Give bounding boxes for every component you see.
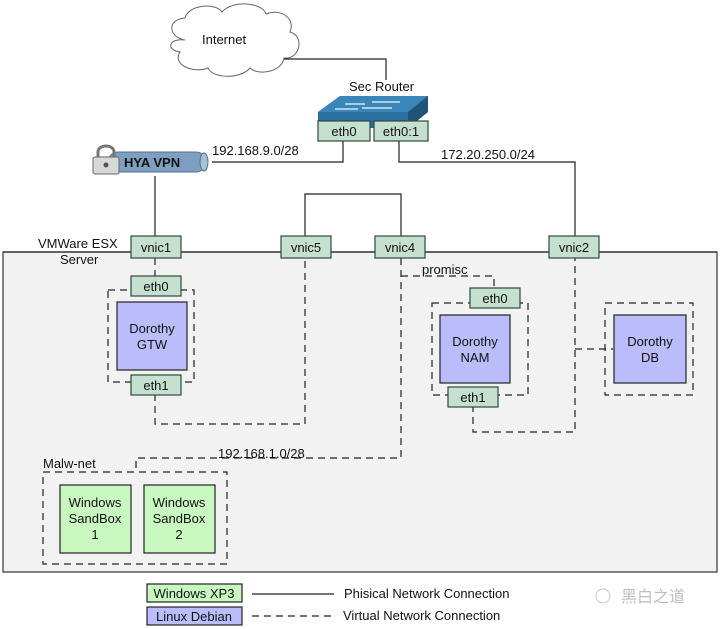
malw-net-subnet-label: 192.168.1.0/28 (218, 446, 305, 461)
vnic1-label: vnic1 (141, 240, 171, 255)
nam-label-line2: NAM (461, 350, 490, 365)
legend-windows-swatch (146, 583, 243, 603)
gtw-label-line2: GTW (137, 337, 168, 352)
dorothy-gtw-vm[interactable] (116, 301, 188, 371)
promisc-label: promisc (422, 262, 468, 277)
vnic4-promisc-link (401, 275, 495, 288)
watermark: 黑白之道 (595, 587, 685, 606)
vnic5-port[interactable] (280, 235, 332, 259)
dorothy-db-vm[interactable] (613, 314, 687, 384)
router-label: Sec Router (349, 79, 415, 94)
vnic4-label: vnic4 (385, 240, 415, 255)
watermark-text: 黑白之道 (621, 587, 685, 606)
vpn-label: HYA VPN (124, 155, 180, 170)
malw-net-label: Malw-net (43, 456, 96, 471)
vnic2-port[interactable] (548, 235, 600, 259)
sec-router[interactable] (318, 96, 428, 128)
legend-windows-label: Windows XP3 (154, 586, 235, 601)
gtw-eth0-label: eth0 (143, 279, 168, 294)
vpn-net-label: 192.168.9.0/28 (212, 143, 299, 158)
router-eth0-port[interactable] (317, 120, 371, 142)
vnic5-label: vnic5 (291, 240, 321, 255)
lock-icon (92, 144, 120, 175)
nam-eth1-label: eth1 (460, 390, 485, 405)
vnic2-label: vnic2 (559, 240, 589, 255)
legend: Windows XP3 Linux Debian Phisical Networ… (146, 583, 509, 626)
nam-label-line1: Dorothy (452, 334, 498, 349)
internet-label: Internet (202, 32, 246, 47)
windows-sandbox-2-vm[interactable] (143, 484, 216, 554)
gtw-eth1-port[interactable] (130, 374, 182, 396)
vnic4-malwnet-link (135, 258, 402, 472)
gtw-eth1-vnic5-link (154, 258, 306, 425)
db-label-line1: Dorothy (627, 334, 673, 349)
dorothy-nam-vm[interactable] (439, 314, 511, 384)
sb2-label-line1: Windows (153, 495, 206, 510)
nam-eth0-port[interactable] (469, 287, 521, 309)
internet-router-link (284, 58, 387, 80)
malw-net-boundary (42, 471, 228, 565)
vnic1-port[interactable] (130, 235, 182, 259)
router-eth0-1-label: eth0:1 (383, 124, 419, 139)
sb1-label-line1: Windows (69, 495, 122, 510)
db-net-label: 172.20.250.0/24 (441, 147, 535, 162)
esx-label-line1: VMWare ESX (38, 236, 118, 251)
db-vm-boundary (604, 302, 694, 396)
gtw-label-line1: Dorothy (129, 321, 175, 336)
esx-label-line2: Server (60, 252, 99, 267)
sb1-label-line2: SandBox (69, 511, 122, 526)
sb2-label-line3: 2 (175, 527, 182, 542)
db-label-line2: DB (641, 350, 659, 365)
legend-virtual-label: Virtual Network Connection (343, 608, 500, 623)
sb2-label-line2: SandBox (153, 511, 206, 526)
vnic4-port[interactable] (374, 235, 426, 259)
legend-linux-label: Linux Debian (156, 609, 232, 624)
legend-physical-label: Phisical Network Connection (344, 586, 509, 601)
vpn-router-link (212, 141, 344, 163)
nam-eth0-label: eth0 (482, 291, 507, 306)
sb1-label-line3: 1 (91, 527, 98, 542)
router-eth0-label: eth0 (331, 124, 356, 139)
router-vnic2-link (398, 141, 576, 236)
vpn-tunnel[interactable] (107, 151, 209, 173)
legend-linux-swatch (146, 606, 243, 626)
gtw-eth0-port[interactable] (130, 275, 182, 297)
gtw-eth1-label: eth1 (143, 378, 168, 393)
router-eth0-1-port[interactable] (373, 120, 429, 142)
nam-eth1-vnic2-link (472, 258, 576, 433)
nam-eth1-port[interactable] (447, 386, 499, 408)
windows-sandbox-1-vm[interactable] (59, 484, 132, 554)
router-arrows-icon (335, 101, 400, 110)
internet-cloud (170, 3, 300, 77)
vnic5-vnic4-link (304, 193, 402, 236)
wechat-icon (595, 588, 611, 604)
